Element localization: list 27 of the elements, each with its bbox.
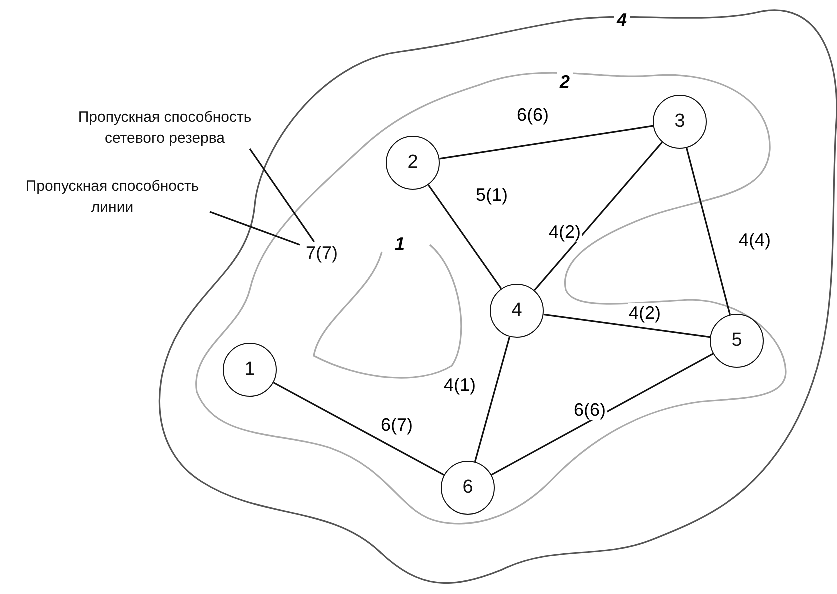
edge-label: 4(2): [628, 303, 662, 323]
node-circle: 4: [490, 284, 544, 338]
link-line: [474, 336, 511, 462]
edge-label: 6(7): [380, 415, 414, 435]
link-line: [544, 314, 710, 338]
link-line: [534, 142, 663, 292]
node-circle: 5: [710, 314, 764, 368]
node-circle: 2: [386, 136, 440, 190]
callout-text: Пропускная способность сетевого резерва: [65, 107, 265, 149]
edge-label: 6(6): [516, 105, 550, 125]
edge-label: 4(2): [548, 222, 582, 242]
node-circle: 3: [653, 95, 707, 149]
node-circle: 6: [441, 461, 495, 515]
link-line: [491, 353, 714, 476]
edge-label: 6(6): [573, 400, 608, 420]
edge-label: 5(1): [475, 185, 510, 205]
link-line: [428, 184, 502, 290]
callout-text: Пропускная способность линии: [15, 176, 210, 218]
leader-line: [210, 211, 300, 246]
example-label: 7(7): [300, 242, 344, 264]
edge-label: 4(1): [443, 375, 478, 395]
edge-label: 4(4): [738, 230, 772, 250]
link-line: [686, 148, 731, 316]
link-line: [273, 382, 445, 476]
leader-line: [249, 148, 316, 242]
link-line: [440, 125, 654, 160]
node-circle: 1: [223, 343, 277, 397]
